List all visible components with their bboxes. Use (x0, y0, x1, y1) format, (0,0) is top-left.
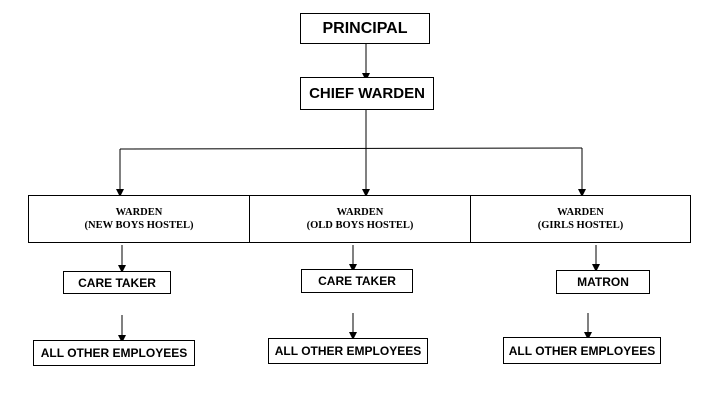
employees-box-new-boys: ALL OTHER EMPLOYEES (33, 340, 195, 366)
principal-box: PRINCIPAL (300, 13, 430, 44)
hostel-name: (NEW BOYS HOSTEL) (84, 220, 194, 231)
matron-box-girls: MATRON (556, 270, 650, 294)
line-horizontal-branch (119, 147, 583, 150)
warden-box-old-boys-hostel: WARDEN (OLD BOYS HOSTEL) (249, 195, 471, 243)
warden-box-new-boys-hostel: WARDEN (NEW BOYS HOSTEL) (28, 195, 250, 243)
warden-title: WARDEN (115, 207, 163, 218)
employees-box-girls: ALL OTHER EMPLOYEES (503, 337, 661, 364)
hostel-name: (GIRLS HOSTEL) (537, 220, 624, 231)
hostel-name: (OLD BOYS HOSTEL) (306, 220, 414, 231)
employees-box-old-boys: ALL OTHER EMPLOYEES (268, 338, 428, 364)
caretaker-box-old-boys: CARE TAKER (301, 269, 413, 293)
warden-title: WARDEN (336, 207, 384, 218)
warden-title: WARDEN (557, 207, 604, 218)
caretaker-box-new-boys: CARE TAKER (63, 271, 171, 294)
chief-warden-box: CHIEF WARDEN (300, 77, 434, 110)
warden-box-girls-hostel: WARDEN (GIRLS HOSTEL) (470, 195, 691, 243)
